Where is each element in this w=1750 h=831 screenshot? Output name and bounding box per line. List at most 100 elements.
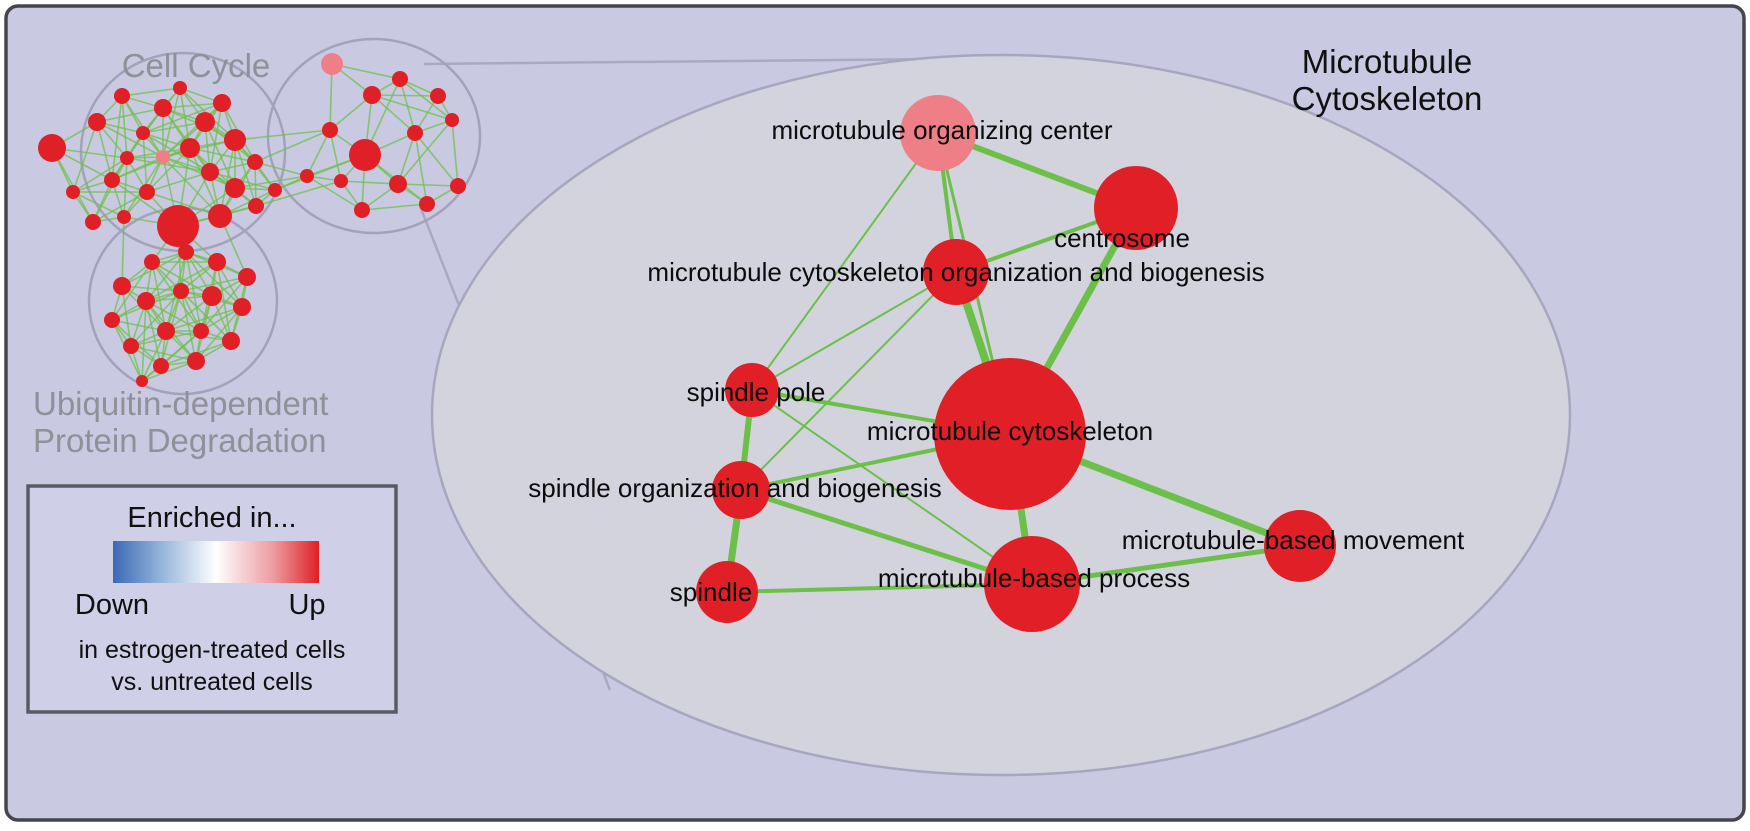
edge-moc-spindle_pole xyxy=(751,132,939,391)
overview-node xyxy=(248,198,264,214)
overview-edge xyxy=(142,102,223,134)
overview-edge xyxy=(180,276,248,292)
overview-edge xyxy=(51,147,94,223)
cell-cycle-cluster-label: Cell Cycle xyxy=(122,47,271,84)
overview-node xyxy=(392,71,408,87)
overview-node xyxy=(202,286,222,306)
overview-edge xyxy=(340,180,399,185)
overview-edge xyxy=(306,175,363,211)
node-spindle_pole xyxy=(725,363,779,417)
edge-spindle_pole-mt_process xyxy=(751,389,1033,585)
overview-edge xyxy=(179,87,191,149)
overview-node xyxy=(208,253,226,271)
overview-edge xyxy=(234,129,331,141)
overview-edge xyxy=(180,290,197,362)
overview-edge xyxy=(146,191,221,217)
edge-mcob-spindle_org xyxy=(740,271,957,491)
overview-node xyxy=(213,94,231,112)
overview-edge xyxy=(145,300,162,367)
overview-node xyxy=(153,358,169,374)
zoom-network-labels: microtubule organizing centercentrosomem… xyxy=(528,115,1465,607)
overview-node xyxy=(157,205,199,247)
overview-node xyxy=(222,332,240,350)
edge-spindle-mt_process xyxy=(725,582,1034,594)
overview-edge xyxy=(397,183,459,187)
ubiquitin-cluster-label-line2: Protein Degradation xyxy=(33,422,327,459)
overview-node xyxy=(136,375,148,387)
overview-edge xyxy=(397,119,453,185)
overview-node xyxy=(137,292,155,310)
overview-edge xyxy=(195,306,243,362)
overview-edge xyxy=(145,300,202,332)
overview-node xyxy=(187,352,205,370)
node-centrosome xyxy=(1094,166,1178,250)
overview-edge xyxy=(121,87,181,97)
legend-gradient-bar xyxy=(113,541,319,583)
overview-node xyxy=(268,183,282,197)
overview-edge xyxy=(145,261,218,302)
node-moc xyxy=(900,95,976,171)
overview-edge xyxy=(96,121,164,158)
overview-node xyxy=(389,175,407,193)
overview-node xyxy=(136,126,150,140)
overview-node xyxy=(178,244,194,260)
overview-edge xyxy=(234,139,257,207)
overview-node xyxy=(173,283,189,299)
overview-edge xyxy=(146,171,211,193)
overview-edge xyxy=(165,306,243,332)
overview-node xyxy=(208,204,232,228)
legend-down-label: Down xyxy=(75,589,149,621)
node-label-mt_cyto: microtubule cytoskeleton xyxy=(867,416,1153,446)
overview-edge xyxy=(331,63,401,80)
overview-edge xyxy=(126,157,211,173)
overview-edge xyxy=(130,290,182,347)
overview-edge xyxy=(254,129,331,163)
legend: Enriched in... Down Up in estrogen-treat… xyxy=(26,484,398,714)
overview-edge xyxy=(371,94,453,121)
overview-node xyxy=(201,163,219,181)
overview-node xyxy=(224,129,246,151)
overview-node xyxy=(300,169,314,183)
overview-edge xyxy=(255,180,342,207)
overview-edge xyxy=(306,129,331,177)
overview-edge xyxy=(451,119,459,187)
overview-edge xyxy=(329,94,373,131)
node-spindle xyxy=(696,561,758,623)
node-label-spindle: spindle xyxy=(670,577,752,607)
overview-edge xyxy=(185,251,202,332)
overview-node xyxy=(321,53,343,75)
overview-node xyxy=(354,202,370,218)
overview-node xyxy=(247,154,263,170)
overview-node xyxy=(233,298,251,316)
overview-node xyxy=(430,88,446,104)
overview-edge xyxy=(111,147,191,181)
overview-edge xyxy=(146,147,191,193)
microtubule-cluster-label-line1: Microtubule xyxy=(1302,43,1473,80)
node-mt_cyto xyxy=(934,358,1086,510)
legend-subtitle-line2: vs. untreated cells xyxy=(111,668,313,696)
overview-edge xyxy=(123,157,128,218)
overview-node xyxy=(117,210,131,224)
overview-edge xyxy=(414,132,428,205)
overview-node xyxy=(154,99,172,117)
overview-node xyxy=(349,139,381,171)
overview-node xyxy=(144,254,160,270)
overview-node xyxy=(157,322,175,340)
overview-edge xyxy=(414,132,459,187)
node-label-spindle_org: spindle organization and biogenesis xyxy=(528,473,941,503)
overview-edge xyxy=(329,63,333,131)
overview-node xyxy=(123,338,139,354)
overview-edge xyxy=(111,319,167,332)
overview-node xyxy=(180,138,200,158)
node-label-mt_process: microtubule-based process xyxy=(878,563,1190,593)
node-spindle_org xyxy=(712,461,770,519)
overview-edge xyxy=(361,203,428,211)
node-label-spindle_pole: spindle pole xyxy=(687,377,826,407)
overview-node xyxy=(195,112,215,132)
overview-edge xyxy=(141,360,197,382)
overview-edge xyxy=(162,87,181,158)
overview-edge xyxy=(234,175,308,189)
overview-node xyxy=(156,150,170,164)
overview-edge xyxy=(274,154,366,191)
